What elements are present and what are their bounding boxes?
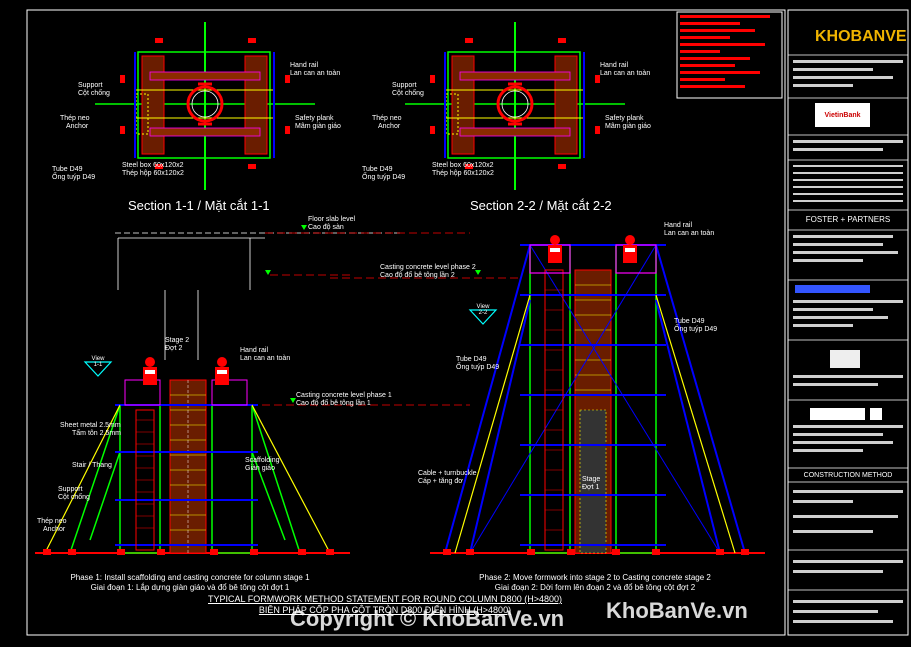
drawing-title: TYPICAL FORMWORK METHOD STATEMENT FOR RO… (208, 594, 562, 615)
e1-stair: Stair / Thang (72, 462, 112, 469)
title-block-frame (787, 9, 909, 636)
client-logo: VietinBank (824, 112, 861, 119)
e1-caption: Phase 1: Install scaffolding and casting… (70, 573, 310, 592)
elevation-phase-1 (35, 225, 470, 555)
title-block-graphics (676, 11, 908, 623)
plan-section-2 (405, 22, 625, 190)
watermark-copyright: Copyright © KhoBanVe.vn (290, 606, 565, 631)
brand-logo: KHOBANVE (815, 28, 907, 45)
plan-section-1 (95, 22, 315, 190)
drawing-frame (26, 9, 786, 636)
section-1-title: Section 1-1 / Mặt cắt 1-1 (128, 198, 270, 213)
sheet-name: CONSTRUCTION METHOD (803, 472, 893, 479)
e2-caption: Phase 2: Move formwork into stage 2 to C… (479, 573, 711, 592)
architect-name: FOSTER + PARTNERS (805, 215, 891, 224)
elevation-phase-2 (330, 235, 765, 555)
watermark-site: KhoBanVe.vn (606, 598, 748, 623)
section-2-title: Section 2-2 / Mặt cắt 2-2 (470, 198, 612, 213)
